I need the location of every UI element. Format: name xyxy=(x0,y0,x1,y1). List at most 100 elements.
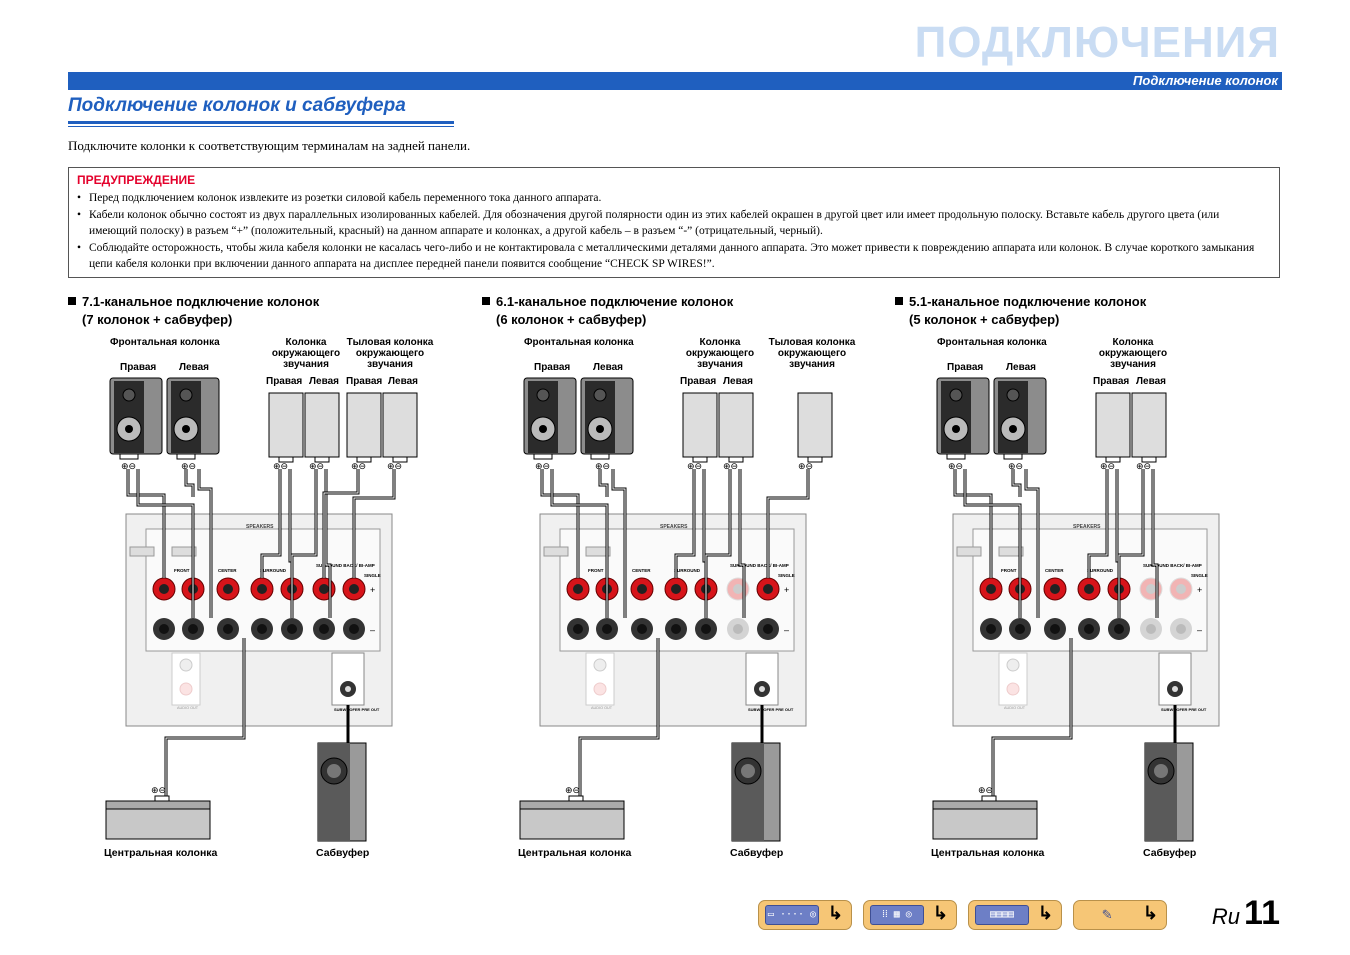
surround-speaker-label: Колонка окружающего звучания xyxy=(271,337,341,370)
surround-right-label: Правая xyxy=(1093,376,1130,387)
negative-terminal-hole xyxy=(287,624,297,634)
center-speaker xyxy=(105,795,211,840)
positive-terminal-hole xyxy=(671,584,681,594)
surround-back-text: SURROUND BACK/ BI-AMP xyxy=(316,563,375,568)
nav-button-receiver[interactable]: ▭ ···· ◎↳ xyxy=(758,900,852,930)
wiring-drawing: SPEAKERS FRONT CENTER SURROUND SURROUND BACK… xyxy=(932,377,1220,842)
polarity-symbols: ⊕⊖ xyxy=(687,462,702,472)
hdmi-port xyxy=(129,546,155,557)
surround-speaker xyxy=(1131,392,1167,463)
positive-terminal-hole xyxy=(1176,584,1186,594)
polarity-symbols: ⊕⊖ xyxy=(948,462,963,472)
audio-out-text: AUDIO OUT xyxy=(591,706,613,710)
surround-back-speaker xyxy=(346,392,382,463)
surround-left-label: Левая xyxy=(1136,376,1166,387)
negative-terminal-hole xyxy=(701,624,711,634)
plus-sign: + xyxy=(1197,585,1202,595)
minus-sign: – xyxy=(784,625,789,635)
negative-terminal-hole xyxy=(763,624,773,634)
negative-terminal-hole xyxy=(1114,624,1124,634)
header-bar xyxy=(68,72,1282,90)
polarity-symbols: ⊕⊖ xyxy=(535,462,550,472)
surround-back-text: SURROUND BACK/ BI-AMP xyxy=(730,563,789,568)
section-title: Подключение колонок и сабвуфера xyxy=(68,95,406,116)
negative-terminal-hole xyxy=(1084,624,1094,634)
front-speaker xyxy=(993,377,1047,460)
warning-box: ПРЕДУПРЕЖДЕНИЕ Перед подключением колоно… xyxy=(68,167,1280,278)
warning-item: Кабели колонок обычно состоят из двух па… xyxy=(75,207,1270,240)
audio-out-text: AUDIO OUT xyxy=(1004,706,1026,710)
subwoofer-jack-hole xyxy=(345,686,351,692)
nav-button-remote[interactable]: ✎↳ xyxy=(1073,900,1167,930)
hdmi-port xyxy=(956,546,982,557)
hdmi-port xyxy=(585,546,611,557)
sub-section-title: Подключение колонок xyxy=(1133,73,1278,88)
subwoofer-pre-out-text: SUBWOOFER PRE OUT xyxy=(1161,707,1207,712)
negative-terminal-hole xyxy=(1050,624,1060,634)
negative-terminal-hole xyxy=(733,624,743,634)
center-speaker xyxy=(932,795,1038,840)
front-speaker-label: Фронтальная колонка xyxy=(524,337,634,348)
polarity-symbols: ⊕⊖ xyxy=(151,786,166,796)
negative-terminal-hole xyxy=(986,624,996,634)
front-speaker xyxy=(523,377,577,460)
center-speaker-label: Центральная колонка xyxy=(104,847,218,859)
front-speaker-label: Фронтальная колонка xyxy=(937,337,1047,348)
hdmi-port xyxy=(543,546,569,557)
front-panel-icon: ⁞⁞ ▦ ◎ xyxy=(870,905,924,925)
nav-button-front-panel[interactable]: ⁞⁞ ▦ ◎↳ xyxy=(863,900,957,930)
front-text: FRONT xyxy=(1001,568,1017,573)
surround-speaker-label: Колонка окружающего звучания xyxy=(1098,337,1168,370)
speakers-text: SPEAKERS xyxy=(660,524,688,530)
arrow-icon: ↳ xyxy=(1037,903,1053,923)
surround-text: SURROUND xyxy=(1087,568,1114,573)
center-speaker xyxy=(519,795,625,840)
page-lang: Ru xyxy=(1211,904,1241,929)
front-speaker xyxy=(580,377,634,460)
subwoofer xyxy=(731,742,781,842)
speakers-text: SPEAKERS xyxy=(246,524,274,530)
arrow-icon: ↳ xyxy=(1142,903,1158,923)
positive-terminal-hole xyxy=(319,584,329,594)
speakers-text: SPEAKERS xyxy=(1073,524,1101,530)
speaker-cable xyxy=(184,469,195,497)
center-text: CENTER xyxy=(1045,568,1064,573)
front-text: FRONT xyxy=(588,568,604,573)
subwoofer xyxy=(1144,742,1194,842)
warning-item: Перед подключением колонок извлеките из … xyxy=(75,190,1270,207)
front-left-label: Левая xyxy=(1006,362,1036,373)
audio-out-jack xyxy=(593,682,607,696)
front-left-label: Левая xyxy=(593,362,623,373)
polarity-symbols: ⊕⊖ xyxy=(309,462,324,472)
center-text: CENTER xyxy=(632,568,651,573)
nav-button-display[interactable]: ▤▤▤▤↳ xyxy=(968,900,1062,930)
surround-back-text: SURROUND BACK/ BI-AMP xyxy=(1143,563,1202,568)
front-right-label: Правая xyxy=(534,362,571,373)
title-underline-thin xyxy=(68,126,454,127)
title-underline xyxy=(68,121,454,124)
positive-terminal-hole xyxy=(159,584,169,594)
audio-out-text: AUDIO OUT xyxy=(177,706,199,710)
polarity-symbols: ⊕⊖ xyxy=(273,462,288,472)
positive-terminal-hole xyxy=(257,584,267,594)
surround-text: SURROUND xyxy=(260,568,287,573)
polarity-symbols: ⊕⊖ xyxy=(181,462,196,472)
polarity-symbols: ⊕⊖ xyxy=(1100,462,1115,472)
speaker-cable xyxy=(1011,469,1022,497)
positive-terminal-hole xyxy=(349,584,359,594)
polarity-symbols: ⊕⊖ xyxy=(595,462,610,472)
diagram-title: 7.1-канальное подключение колонок(7 коло… xyxy=(68,293,319,329)
front-speaker xyxy=(936,377,990,460)
negative-terminal-hole xyxy=(1176,624,1186,634)
positive-terminal-hole xyxy=(1084,584,1094,594)
surround-speaker xyxy=(1095,392,1131,463)
audio-out-jack xyxy=(179,682,193,696)
front-left-label: Левая xyxy=(179,362,209,373)
positive-terminal-hole xyxy=(1050,584,1060,594)
surround-right-label: Правая xyxy=(680,376,717,387)
polarity-symbols: ⊕⊖ xyxy=(565,786,580,796)
single-text: SINGLE xyxy=(778,573,795,578)
polarity-symbols: ⊕⊖ xyxy=(1008,462,1023,472)
remote-icon: ✎ xyxy=(1080,905,1134,925)
